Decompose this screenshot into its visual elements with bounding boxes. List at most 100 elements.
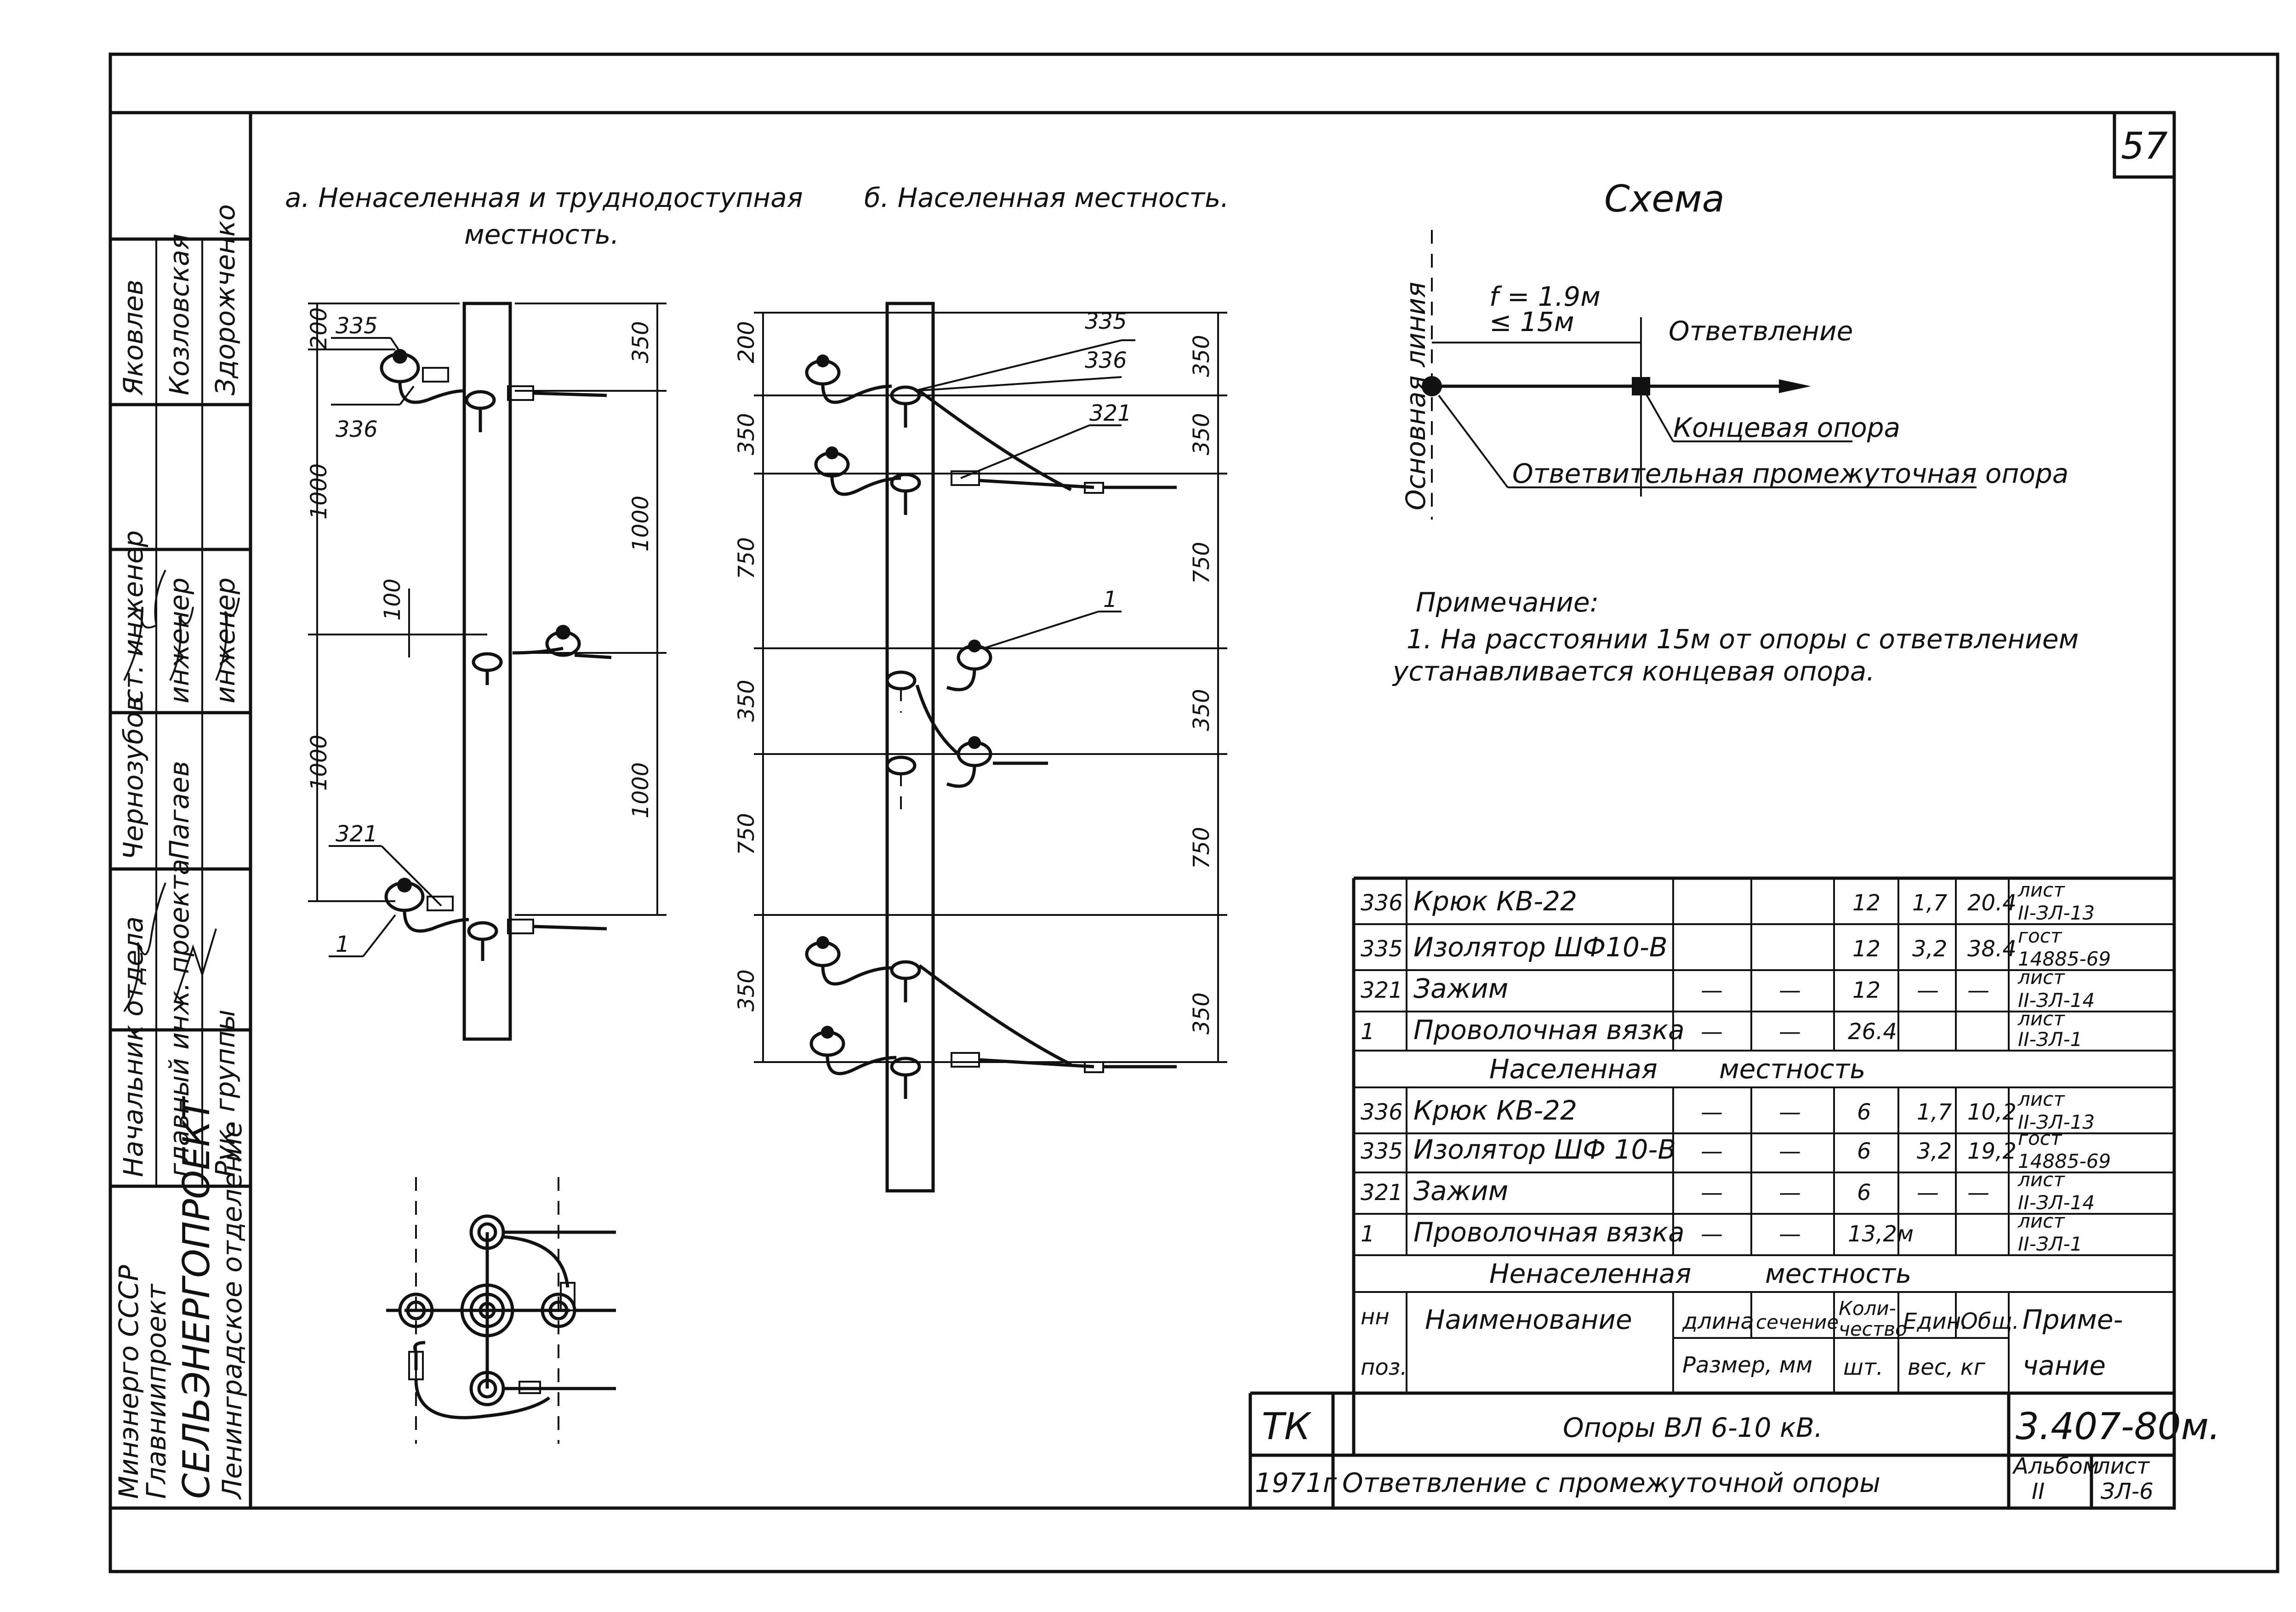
dim-b-750-left-2: 750: [734, 813, 759, 855]
title-sheet-label: лист: [2096, 1453, 2150, 1479]
label-a-321: 321: [336, 821, 378, 847]
svg-text:335: 335: [1361, 936, 1403, 962]
svg-text:—: —: [1779, 1221, 1801, 1247]
section-uninhabited-area: местность: [1765, 1258, 1911, 1289]
header-qty-1: Коли-: [1839, 1297, 1896, 1320]
svg-text:1,7: 1,7: [1912, 890, 1948, 916]
strip-name-pagaev: Пагаев: [164, 761, 195, 860]
header-qty-2: чество: [1839, 1318, 1907, 1340]
table-row: 336 Крюк КВ-22 — — 6 1,7 10,2 лист II-ЗЛ…: [1361, 1088, 2095, 1133]
svg-text:Изолятор ШФ 10-В: Изолятор ШФ 10-В: [1413, 1134, 1676, 1165]
scheme-sag: f = 1.9м: [1489, 281, 1601, 312]
strip-chief-engineer: главный инж. проекта: [164, 859, 195, 1177]
note-title: Примечание:: [1416, 587, 1599, 618]
table-row: 1 Проволочная вязка — — 13,2м лист II-ЗЛ…: [1361, 1210, 2082, 1255]
svg-text:лист: лист: [2017, 1168, 2065, 1191]
svg-text:гост: гост: [2018, 925, 2062, 947]
dim-a-1000-left-top: 1000: [306, 463, 332, 520]
left-title-strip: Начальник отдела главный инж. проекта Ру…: [110, 204, 251, 1500]
svg-text:—: —: [1779, 1099, 1801, 1125]
svg-text:—: —: [1701, 977, 1723, 1003]
svg-text:II-ЗЛ-13: II-ЗЛ-13: [2018, 902, 2095, 924]
scheme-distance: ≤ 15м: [1489, 306, 1574, 337]
plan-view: [386, 1177, 616, 1444]
heading-scheme: Схема: [1604, 177, 1725, 220]
svg-text:II-ЗЛ-14: II-ЗЛ-14: [2018, 1191, 2095, 1214]
svg-text:—: —: [1917, 1180, 1939, 1206]
svg-text:—: —: [1701, 1221, 1723, 1247]
section-populated: Населенная: [1489, 1053, 1658, 1085]
svg-text:—: —: [1701, 1180, 1723, 1206]
svg-text:6: 6: [1857, 1099, 1871, 1125]
svg-text:321: 321: [1361, 1180, 1403, 1206]
label-b-335: 335: [1085, 309, 1127, 334]
dim-b-350-left-1: 350: [734, 413, 759, 455]
table-row: 336 Крюк КВ-22 12 1,7 20.4 лист II-ЗЛ-13: [1361, 879, 2095, 924]
heading-a-line1: а. Ненаселенная и труднодоступная: [285, 182, 803, 213]
header-note-2: чание: [2023, 1350, 2106, 1381]
svg-text:лист: лист: [2017, 879, 2065, 901]
heading-b: б. Населенная местность.: [864, 182, 1229, 213]
strip-selenergoproekt: СЕЛЬЭНЕРГОПРОЕКТ: [175, 1096, 218, 1499]
dim-b-350-right-1: 350: [1189, 335, 1214, 377]
spec-table-grid: [1248, 864, 2176, 1508]
title-album-value: II: [2032, 1479, 2045, 1504]
header-nn: нн: [1361, 1304, 1390, 1330]
signature: [169, 606, 194, 681]
label-a-336: 336: [336, 417, 378, 442]
label-b-321: 321: [1089, 400, 1132, 426]
strip-name-zdorozhchenko: Здорожченко: [210, 204, 241, 395]
title-sheet-value: ЗЛ-6: [2101, 1479, 2154, 1504]
dim-a-200: 200: [306, 307, 332, 349]
branch-arrow: [1779, 379, 1811, 393]
strip-dept-head: Начальник отдела: [118, 916, 149, 1177]
dim-a-350: 350: [628, 321, 654, 363]
svg-text:лист: лист: [2017, 1210, 2065, 1232]
section-populated-area: местность: [1719, 1053, 1865, 1085]
svg-text:Зажим: Зажим: [1413, 1175, 1508, 1206]
signature: [123, 570, 166, 681]
svg-text:321: 321: [1361, 977, 1403, 1003]
svg-text:—: —: [1779, 1019, 1801, 1045]
pole-a: [462, 302, 512, 1041]
header-qty-3: шт.: [1843, 1355, 1883, 1380]
svg-text:20.4: 20.4: [1967, 890, 2017, 916]
svg-text:—: —: [1967, 1180, 1989, 1206]
svg-text:гост: гост: [2018, 1127, 2062, 1149]
svg-text:1: 1: [1361, 1019, 1375, 1045]
table-row: 335 Изолятор ШФ10-В 12 3,2 38.4 гост 148…: [1361, 925, 2111, 970]
note-line1: 1. На расстоянии 15м от опоры с ответвле…: [1407, 623, 2079, 655]
title-year: 1971г: [1255, 1467, 1337, 1498]
dim-b-200: 200: [734, 321, 759, 363]
svg-text:3,2: 3,2: [1917, 1138, 1952, 1164]
svg-text:26.4: 26.4: [1848, 1019, 1897, 1045]
svg-text:—: —: [1701, 1019, 1723, 1045]
table-row: 1 Проволочная вязка — — 26.4 лист II-ЗЛ-…: [1361, 1007, 2082, 1051]
note-line2: устанавливается концевая опора.: [1392, 656, 1875, 687]
svg-text:335: 335: [1361, 1138, 1403, 1164]
svg-text:14885-69: 14885-69: [2018, 948, 2111, 970]
outer-frame: [108, 52, 2279, 1573]
strip-name-chernozubov: Чернозубов: [118, 696, 149, 860]
svg-text:II-ЗЛ-13: II-ЗЛ-13: [2018, 1111, 2095, 1133]
dim-b-350-right-2: 350: [1189, 413, 1214, 455]
svg-text:—: —: [1779, 977, 1801, 1003]
scheme-terminal-pole: Концевая опора: [1673, 412, 1900, 443]
dim-b-350-right-3: 350: [1189, 689, 1214, 731]
svg-text:—: —: [1701, 1099, 1723, 1125]
svg-text:Зажим: Зажим: [1413, 973, 1508, 1004]
strip-name-kozlovskaya: Козловская: [164, 234, 195, 395]
header-unit: Един.: [1903, 1309, 1968, 1334]
svg-text:12: 12: [1852, 890, 1880, 916]
svg-text:—: —: [1779, 1138, 1801, 1164]
header-length: длина: [1682, 1309, 1754, 1334]
scheme-diagram: [1422, 230, 1977, 520]
header-pos: поз.: [1361, 1355, 1407, 1380]
header-total: Общ.: [1960, 1309, 2019, 1334]
svg-text:—: —: [1779, 1180, 1801, 1206]
svg-text:336: 336: [1361, 1099, 1403, 1125]
pole-b: [885, 302, 935, 1193]
table-row: 335 Изолятор ШФ 10-В — — 6 3,2 19,2 гост…: [1361, 1127, 2111, 1172]
signature: [174, 928, 217, 1003]
